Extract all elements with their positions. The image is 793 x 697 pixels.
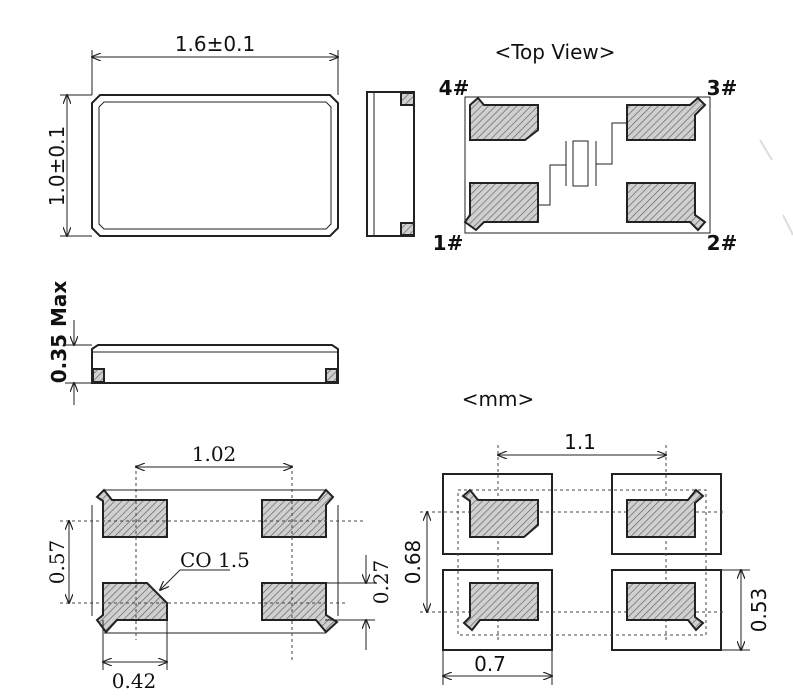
land-pattern-diagram: 1.1 0.68 0.53 0.7 xyxy=(401,430,771,685)
pad-height-dimension: 0.27 xyxy=(369,560,393,605)
package-side-view xyxy=(366,91,415,237)
pad-pitch-x-dimension: 1.02 xyxy=(192,442,237,466)
pad-layout-diagram: 1.02 0.57 0.27 0.42 CO 1.5 xyxy=(45,442,393,693)
units-label: <mm> xyxy=(462,387,534,411)
pad-pitch-y-dimension: 0.57 xyxy=(45,540,69,585)
height-dimension: 1.0±0.1 xyxy=(45,126,69,206)
land-pitch-y-dimension: 0.68 xyxy=(401,540,425,585)
land-height-dimension: 0.53 xyxy=(747,588,771,633)
package-top-outline: 1.6±0.1 1.0±0.1 xyxy=(45,32,339,237)
top-view-title: <Top View> xyxy=(494,40,615,64)
crystal-symbol-icon xyxy=(538,122,627,206)
chamfer-callout: CO 1.5 xyxy=(180,548,250,572)
package-profile-view: 0.35 Max xyxy=(47,281,339,405)
pad-3 xyxy=(626,96,707,141)
width-dimension: 1.6±0.1 xyxy=(175,32,255,56)
pad-2 xyxy=(626,182,707,232)
top-view-diagram: <Top View> 4# 3# 1# 2# xyxy=(433,40,738,255)
pin-4-label: 4# xyxy=(439,76,470,100)
pin-3-label: 3# xyxy=(707,76,738,100)
pad-4 xyxy=(469,96,539,141)
land-pitch-x-dimension: 1.1 xyxy=(564,430,596,454)
profile-height-dimension: 0.35 Max xyxy=(47,281,71,384)
land-width-dimension: 0.7 xyxy=(474,652,506,676)
pin-1-label: 1# xyxy=(433,231,464,255)
pad-width-dimension: 0.42 xyxy=(112,669,157,693)
pin-2-label: 2# xyxy=(707,231,738,255)
pad-1 xyxy=(463,182,539,232)
edge-decoration xyxy=(759,139,793,236)
